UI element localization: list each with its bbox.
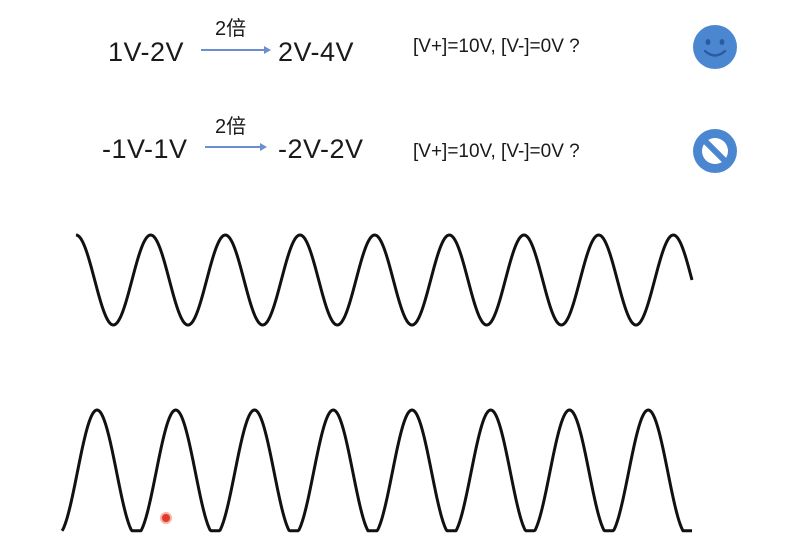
gain-arrow-2 xyxy=(205,143,267,151)
smiley-face-icon xyxy=(692,24,738,70)
output-range-1: 2V-4V xyxy=(278,37,355,67)
input-range-2: -1V-1V xyxy=(102,134,188,164)
multiplier-label-1: 2倍 xyxy=(215,18,247,40)
clipped-sine-waveform xyxy=(60,408,693,533)
prohibited-icon xyxy=(692,128,738,174)
supply-condition-2: [V+]=10V, [V-]=0V ? xyxy=(413,141,580,162)
input-range-1: 1V-2V xyxy=(108,37,185,67)
sine-waveform xyxy=(75,233,694,327)
supply-condition-1: [V+]=10V, [V-]=0V ? xyxy=(413,36,580,57)
output-range-2: -2V-2V xyxy=(278,134,364,164)
gain-arrow-1 xyxy=(201,46,271,54)
multiplier-label-2: 2倍 xyxy=(215,116,247,138)
pointer-cursor-dot xyxy=(160,512,172,524)
